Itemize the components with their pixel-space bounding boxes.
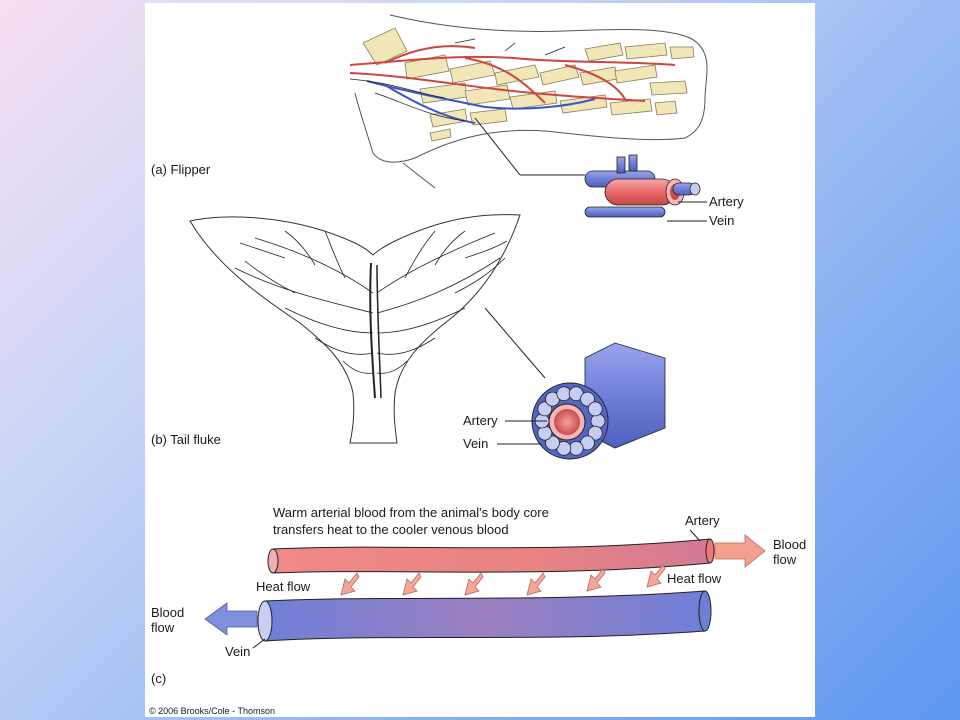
small-vein xyxy=(587,401,603,417)
exchange-description-line1: Warm arterial blood from the animal's bo… xyxy=(273,505,549,520)
exchange-description-line2: transfers heat to the cooler venous bloo… xyxy=(273,522,509,537)
tail-vessel-bundle xyxy=(531,342,666,460)
tail-fluke-illustration: Artery Vein xyxy=(189,214,666,460)
small-vein xyxy=(537,401,553,417)
exchange-vein-label: Vein xyxy=(225,644,250,659)
blood-flow-right-line2: flow xyxy=(773,552,797,567)
copyright-text: © 2006 Brooks/Cole - Thomson xyxy=(149,706,275,716)
blood-flow-left-arrow xyxy=(204,602,258,636)
flipper-illustration: Artery Vein xyxy=(349,14,744,228)
heat-flow-left-label: Heat flow xyxy=(256,579,311,594)
small-vein xyxy=(590,413,606,429)
small-vein xyxy=(545,435,560,451)
flipper-artery-label: Artery xyxy=(709,194,744,209)
blood-flow-left-line1: Blood xyxy=(151,605,184,620)
flipper-vessel-inset xyxy=(584,154,707,222)
flipper-vein-label: Vein xyxy=(709,213,734,228)
blood-flow-right-line1: Blood xyxy=(773,537,806,552)
figure-panel: Artery Vein (a) Flipper xyxy=(145,3,815,717)
exchange-artery-label: Artery xyxy=(685,513,720,528)
exchange-caption: (c) xyxy=(151,671,166,686)
diagram-svg: Artery Vein (a) Flipper xyxy=(145,14,815,717)
tail-caption: (b) Tail fluke xyxy=(151,432,221,447)
tail-artery-label: Artery xyxy=(463,413,498,428)
heat-flow-right-label: Heat flow xyxy=(667,571,722,586)
small-vein xyxy=(587,425,603,441)
small-vein xyxy=(580,391,595,407)
blood-flow-left-line2: flow xyxy=(151,620,175,635)
small-vein xyxy=(556,386,572,402)
heat-flow-arrows xyxy=(340,564,666,596)
vein-tube xyxy=(264,590,706,642)
blood-flow-right-arrow xyxy=(714,534,766,568)
flipper-caption: (a) Flipper xyxy=(151,162,211,177)
tail-vein-label: Vein xyxy=(463,436,488,451)
artery-tube xyxy=(272,538,711,574)
small-vein xyxy=(568,440,584,456)
exchange-illustration: Warm arterial blood from the animal's bo… xyxy=(151,505,806,659)
